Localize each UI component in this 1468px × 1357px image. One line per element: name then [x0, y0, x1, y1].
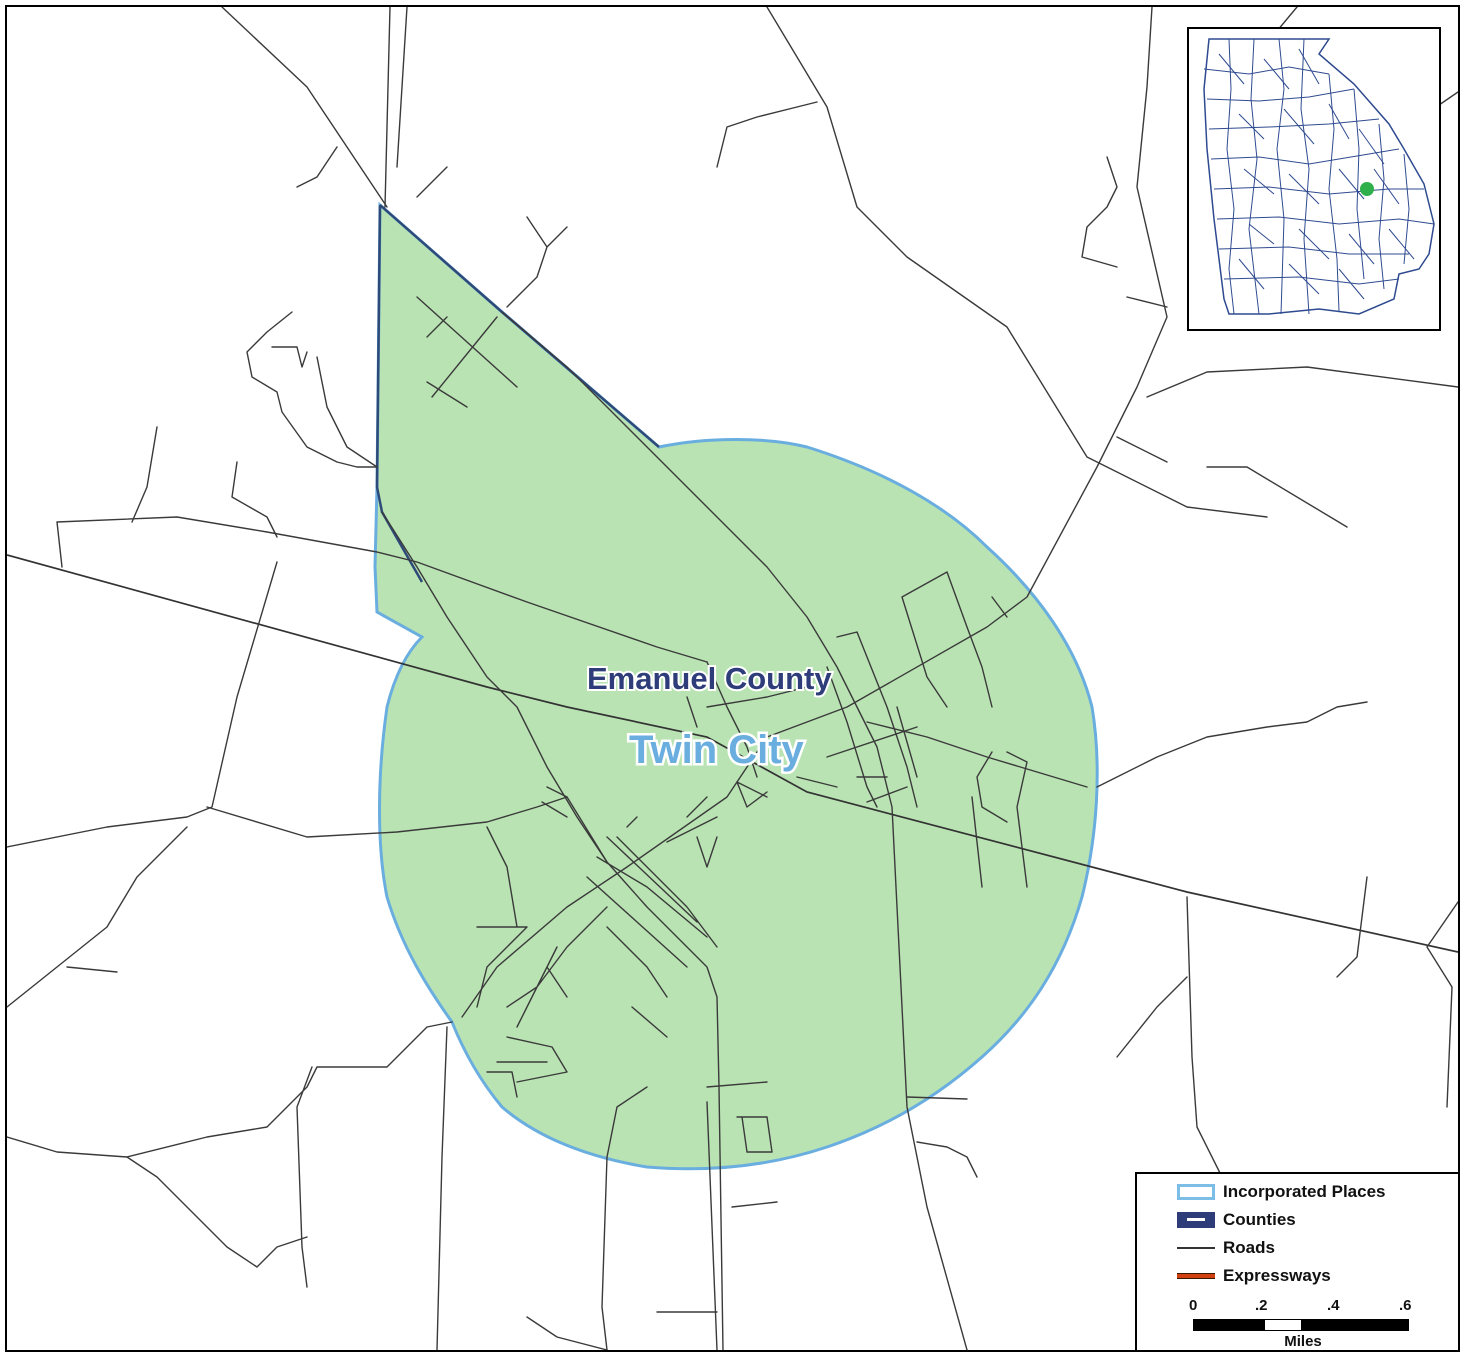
scale-tick-3: .6 — [1399, 1297, 1412, 1314]
map-frame: Emanuel County Twin City Incorporated Pl… — [5, 5, 1460, 1352]
scale-tick-1: .2 — [1255, 1297, 1268, 1314]
legend-label: Expressways — [1223, 1266, 1331, 1285]
scale-bar — [1193, 1319, 1409, 1331]
road-network — [7, 7, 1458, 1350]
legend-item-roads: Roads — [1177, 1236, 1275, 1260]
twin-city-boundary[interactable] — [373, 201, 1099, 1171]
georgia-counties-icon — [1203, 38, 1435, 315]
locator-dot — [1360, 182, 1374, 196]
legend-label: Roads — [1223, 1238, 1275, 1257]
legend-label: Incorporated Places — [1223, 1182, 1386, 1201]
scale-tick-0: 0 — [1189, 1297, 1198, 1314]
scale-tick-2: .4 — [1327, 1297, 1340, 1314]
roads-swatch-icon — [1177, 1247, 1215, 1249]
incorporated-places-swatch-icon — [1177, 1184, 1215, 1200]
place-label: Twin City — [629, 728, 805, 772]
legend-label: Counties — [1223, 1210, 1296, 1229]
locator-inset-map — [1187, 27, 1441, 331]
map-canvas[interactable]: Emanuel County Twin City — [7, 7, 1458, 1350]
legend-item-counties: Counties — [1177, 1208, 1296, 1232]
legend-item-expressways: Expressways — [1177, 1264, 1331, 1288]
map-legend: Incorporated Places Counties Roads Expre… — [1135, 1172, 1458, 1350]
expressways-swatch-icon — [1177, 1273, 1215, 1279]
legend-item-incorporated-places: Incorporated Places — [1177, 1180, 1386, 1204]
counties-swatch-icon — [1177, 1212, 1215, 1228]
county-label: Emanuel County — [587, 661, 832, 696]
scale-units-label: Miles — [1284, 1333, 1322, 1350]
